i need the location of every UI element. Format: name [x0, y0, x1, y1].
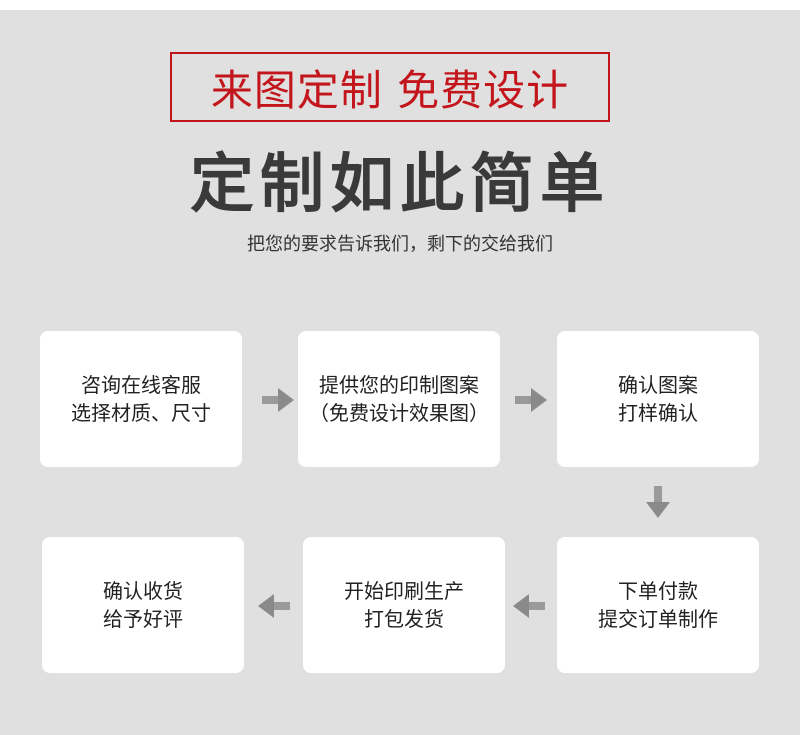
arrow-down-icon — [646, 486, 670, 518]
arrow-left-icon — [258, 594, 290, 618]
promo-banner: 来图定制 免费设计 — [170, 52, 610, 122]
step-card-4: 下单付款 提交订单制作 — [557, 537, 759, 673]
step-3-line2: 打样确认 — [618, 401, 698, 425]
arrow-right-icon — [515, 388, 547, 412]
promo-banner-text: 来图定制 免费设计 — [210, 65, 570, 115]
step-1-line2: 选择材质、尺寸 — [71, 401, 211, 425]
arrow-right-icon — [262, 388, 294, 412]
step-5-line2: 打包发货 — [364, 607, 444, 631]
step-2-line2: （免费设计效果图） — [309, 401, 489, 425]
step-card-3: 确认图案 打样确认 — [557, 331, 759, 467]
step-card-1: 咨询在线客服 选择材质、尺寸 — [40, 331, 242, 467]
page-subtitle: 把您的要求告诉我们，剩下的交给我们 — [247, 234, 553, 255]
step-3-line1: 确认图案 — [618, 373, 698, 397]
step-2-line1: 提供您的印制图案 — [319, 373, 479, 397]
arrow-left-icon — [513, 594, 545, 618]
step-4-line1: 下单付款 — [618, 579, 698, 603]
step-card-6: 确认收货 给予好评 — [42, 537, 244, 673]
top-strip — [0, 0, 800, 10]
step-5-line1: 开始印刷生产 — [344, 579, 464, 603]
step-1-line1: 咨询在线客服 — [81, 373, 201, 397]
step-card-5: 开始印刷生产 打包发货 — [303, 537, 505, 673]
step-4-line2: 提交订单制作 — [598, 607, 718, 631]
step-6-line1: 确认收货 — [103, 579, 183, 603]
step-card-2: 提供您的印制图案 （免费设计效果图） — [298, 331, 500, 467]
page-title: 定制如此简单 — [190, 148, 610, 222]
step-6-line2: 给予好评 — [103, 607, 183, 631]
